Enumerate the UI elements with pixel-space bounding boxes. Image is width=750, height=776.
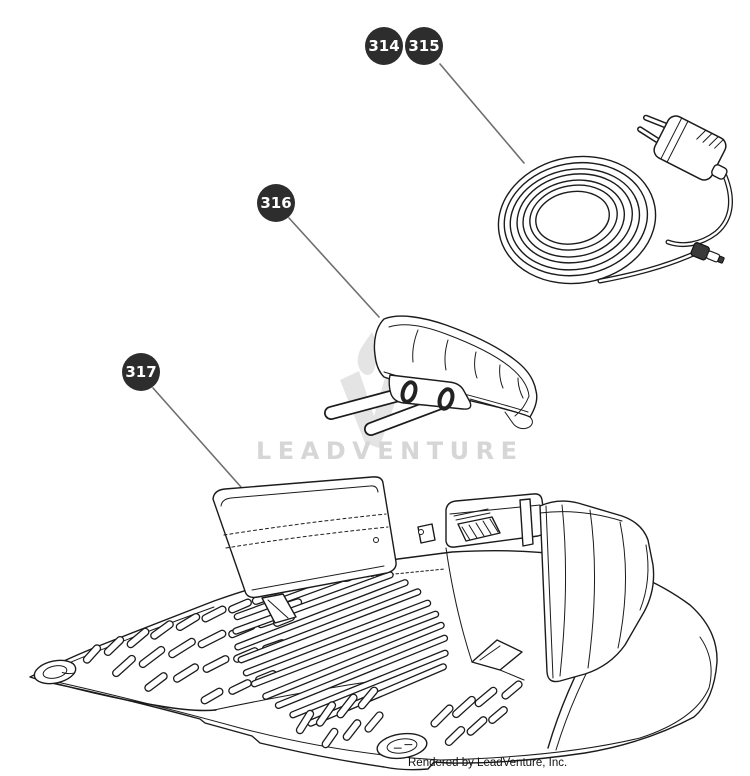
- base-back-panel: [212, 476, 397, 599]
- leadventure-watermark-text: LEADVENTURE: [256, 437, 523, 465]
- base-plate-slots: [82, 563, 523, 749]
- charging-base-plate-drawing: [29, 476, 718, 771]
- base-right-tower: [445, 498, 655, 683]
- rendered-by-credit: Rendered by LeadVenture, Inc.: [408, 757, 568, 769]
- charging-contact-deck: [373, 493, 559, 560]
- callout-leader-lines: [152, 63, 525, 488]
- callout-314[interactable]: 314: [365, 27, 403, 65]
- wall-plug-adapter: [637, 114, 728, 181]
- ac-adapter-cable-drawing: [497, 114, 733, 285]
- callout-316[interactable]: 316: [257, 184, 295, 222]
- barrel-connector: [690, 242, 725, 264]
- callout-317[interactable]: 317: [122, 353, 160, 391]
- docking-cover-drawing: [324, 315, 538, 436]
- callout-315[interactable]: 315: [405, 27, 443, 65]
